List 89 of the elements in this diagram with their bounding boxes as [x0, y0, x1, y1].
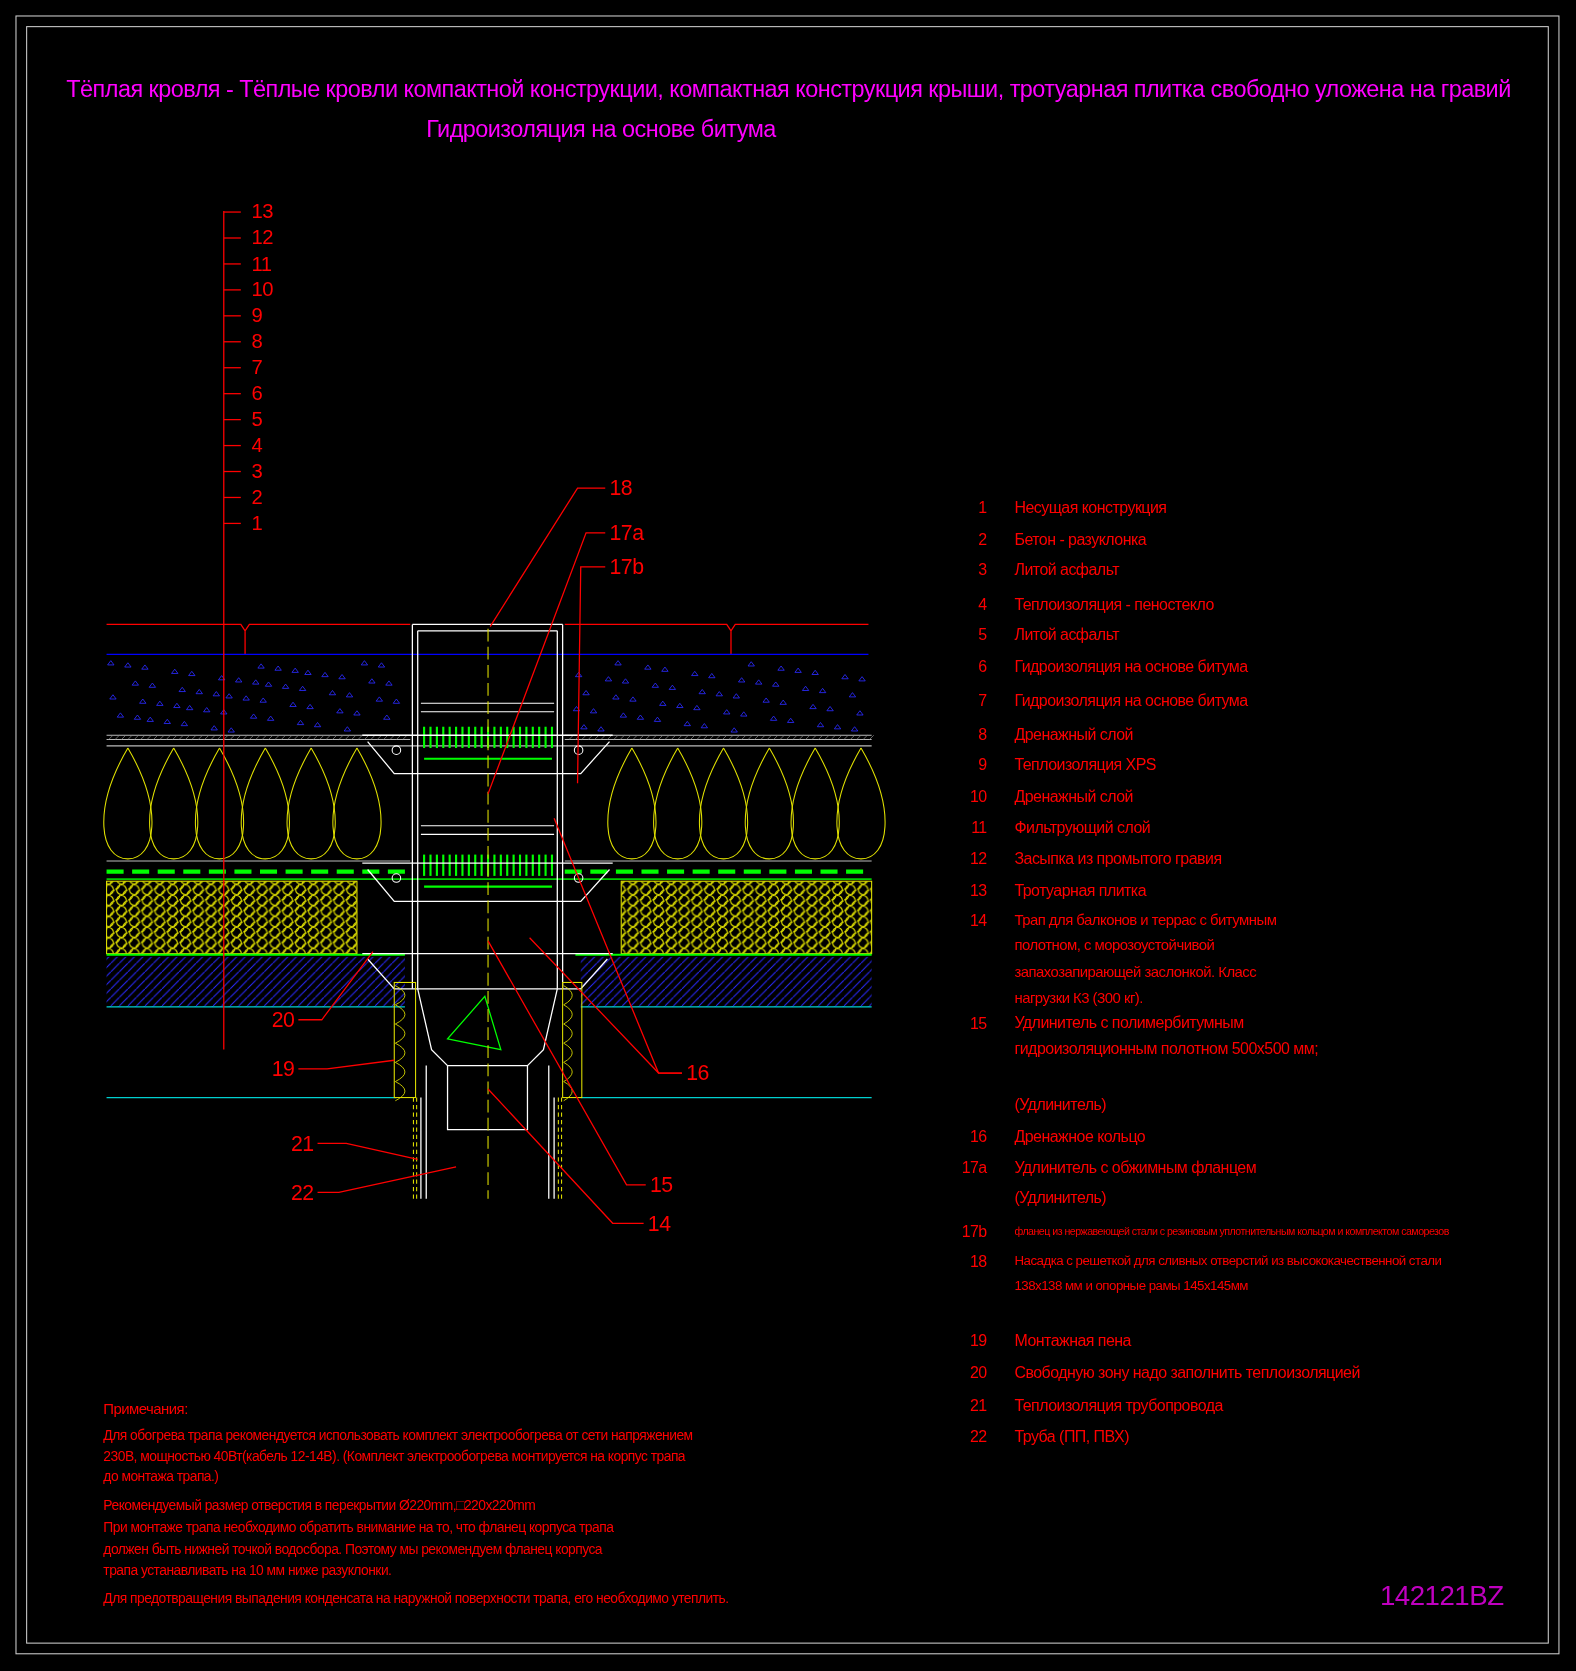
- part-number: 13: [970, 879, 987, 900]
- note-text: Рекомендуемый размер отверстия в перекрытии Ø220mm,□220x220mm: [103, 1497, 536, 1515]
- part-number: 20: [970, 1361, 987, 1382]
- part-description: Свободную зону надо заполнить теплоизоляцией: [1014, 1361, 1360, 1382]
- part-description: Насадка с решеткой для сливных отверстий из высококачественной стали 138x138 мм и опорные рамы 145x145мм: [1014, 1252, 1443, 1296]
- part-number: 17a: [961, 1156, 987, 1177]
- part-description: (Удлинитель): [1014, 1186, 1107, 1207]
- part-description: Тротуарная плитка: [1014, 879, 1147, 900]
- part-number: 5: [978, 623, 987, 645]
- part-number: 3: [978, 558, 987, 580]
- part-description: Труба (ПП, ПВХ): [1014, 1425, 1129, 1446]
- part-number: 1: [978, 496, 987, 517]
- part-number: 15: [970, 1012, 987, 1034]
- part-number: 18: [970, 1250, 987, 1271]
- callout-number: 17a: [609, 519, 644, 547]
- part-description: Дренажное кольцо: [1014, 1125, 1146, 1147]
- part-number: 2: [978, 528, 987, 549]
- part-description: Дренажный слой: [1014, 723, 1133, 744]
- part-description: Гидроизоляция на основе битума: [1014, 655, 1248, 677]
- drawing-number: 142121BZ: [1379, 1577, 1504, 1613]
- layer-number: 8: [251, 329, 263, 355]
- leader-line: [297, 950, 374, 1021]
- part-description: (Удлинитель): [1014, 1093, 1107, 1115]
- part-description: фланец из нержавеющей стали с резиновым уплотнительным кольцом и комплектом саморезов: [1014, 1223, 1449, 1238]
- layer-number: 12: [251, 225, 273, 251]
- leader-line: [576, 566, 606, 784]
- note-text: Для предотвращения выпадения конденсата на наружной поверхности трапа, его необходимо утеплить.: [103, 1589, 729, 1607]
- layer-number: 7: [251, 355, 263, 381]
- part-description: Несущая конструкция: [1014, 496, 1167, 517]
- part-number: 14: [970, 909, 987, 930]
- layer-number: 11: [251, 251, 272, 277]
- part-number: 9: [978, 753, 987, 775]
- part-number: 21: [970, 1394, 987, 1415]
- part-description: Удлинитель с обжимным фланцем: [1014, 1156, 1257, 1177]
- part-description: Дренажный слой: [1014, 785, 1133, 807]
- callout-number: 14: [647, 1209, 671, 1237]
- part-description: Бетон - разуклонка: [1014, 528, 1147, 549]
- part-description: Трап для балконов и террас с битумным полотном, с морозоустойчивой запахозапирающей заслонкой. Класс нагрузки К3 (300 кг).: [1014, 909, 1278, 1009]
- part-number: 11: [971, 816, 987, 837]
- part-number: 22: [970, 1425, 987, 1446]
- callout-number: 17b: [609, 553, 644, 581]
- part-number: 6: [978, 655, 987, 677]
- part-description: Гидроизоляция на основе битума: [1014, 690, 1248, 711]
- layer-number: 9: [251, 303, 263, 329]
- part-description: Теплоизоляция - пеностекло: [1014, 593, 1214, 614]
- title-text: Тёплая кровля - Тёплые кровли компактной конструкции, компактная конструкция крыши, тротуарная плитка свободно уложена на гравий: [65, 74, 1512, 105]
- callout-number: 15: [650, 1171, 673, 1199]
- part-description: Удлинитель с полимербитумным гидроизоляционным полотном 500x500 мм;: [1014, 1012, 1320, 1060]
- part-number: 10: [970, 785, 987, 807]
- callout-number: 18: [609, 474, 633, 502]
- layer-number: 6: [251, 380, 263, 407]
- leader-line: [489, 487, 606, 628]
- subtitle-text: Гидроизоляция на основе битума: [426, 115, 776, 145]
- leader-line: [316, 1142, 419, 1160]
- leader-line: [487, 1088, 645, 1224]
- leader-line: [487, 940, 647, 1186]
- layer-number: 2: [251, 484, 263, 511]
- part-description: Теплоизоляция XPS: [1014, 753, 1156, 775]
- part-number: 12: [970, 847, 987, 868]
- callout-number: 22: [290, 1179, 314, 1206]
- part-description: Фильтрующий слой: [1014, 816, 1151, 837]
- note-text: При монтаже трапа необходимо обратить внимание на то, что фланец корпуса трапа должен быть нижней точкой водосбора. Поэтому мы рекомендуем фланец корпуса трапа устанавливать на 10 мм ниже разуклонки.: [103, 1518, 615, 1581]
- leader-line: [528, 937, 683, 1074]
- layer-number: 1: [251, 510, 263, 537]
- part-number: 4: [978, 593, 987, 614]
- layer-number: 13: [251, 199, 273, 225]
- leader-line: [487, 532, 606, 795]
- part-number: 19: [970, 1329, 987, 1350]
- part-description: Монтажная пена: [1014, 1329, 1131, 1350]
- part-number: 17b: [961, 1220, 987, 1241]
- layer-number: 3: [251, 458, 263, 485]
- layer-number: 4: [251, 432, 263, 459]
- callout-number: 20: [271, 1006, 295, 1034]
- part-number: 7: [978, 690, 987, 711]
- callout-number: 16: [686, 1059, 709, 1087]
- part-description: Засыпка из промытого гравия: [1014, 847, 1222, 868]
- leader-line: [297, 1059, 395, 1070]
- part-description: Литой асфальт: [1014, 623, 1119, 645]
- part-description: Литой асфальт: [1014, 558, 1119, 580]
- part-number: 16: [970, 1125, 987, 1147]
- layer-number: 10: [251, 277, 273, 303]
- layer-number: 5: [251, 406, 263, 433]
- callout-number: 21: [290, 1130, 314, 1157]
- callout-number: 19: [271, 1055, 295, 1083]
- leader-line: [316, 1166, 457, 1194]
- part-number: 8: [978, 723, 987, 744]
- notes-heading: Примечания:: [103, 1399, 188, 1419]
- note-text: Для обогрева трапа рекомендуется использовать комплект электрообогрева от сети напряжением 230В, мощностью 40Вт(кабель 12-14В). (Комплект электрообогрева монтируется на корпус трапа до монтажа трапа.): [103, 1426, 694, 1487]
- part-description: Теплоизоляция трубопровода: [1014, 1394, 1223, 1415]
